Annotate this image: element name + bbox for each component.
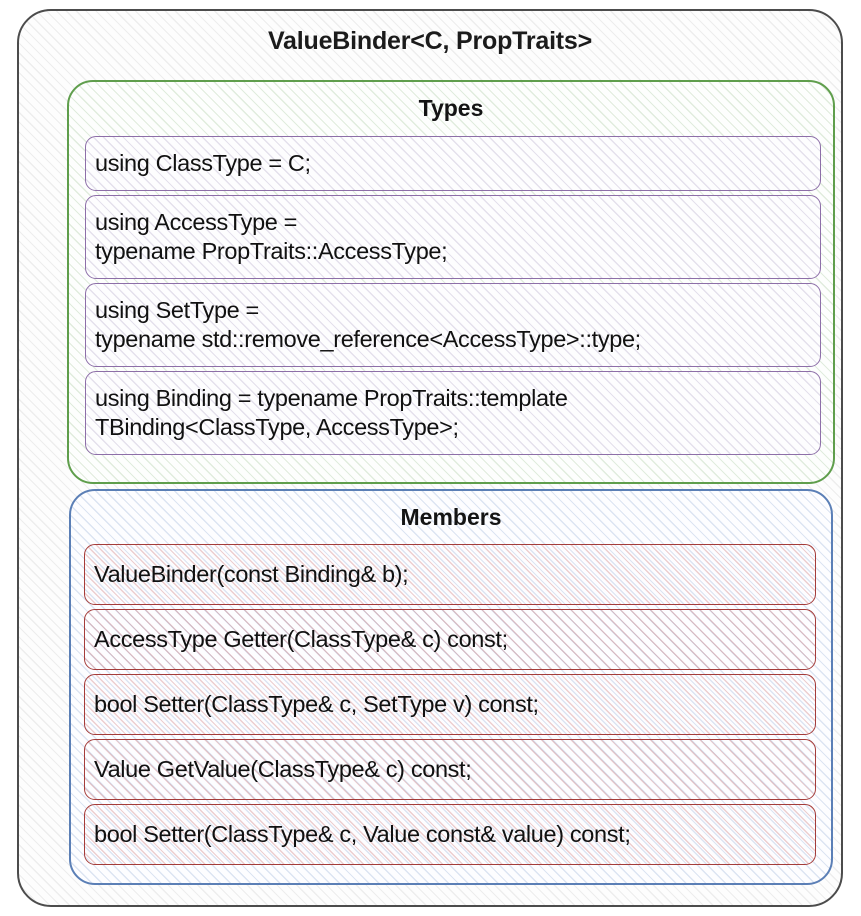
member-item-line: Value GetValue(ClassType& c) const; [94,756,472,782]
type-item-settype[interactable]: using SetType = typename std::remove_ref… [85,283,821,367]
type-item-line: using Binding = typename PropTraits::tem… [95,385,568,411]
member-item-getter[interactable]: AccessType Getter(ClassType& c) const; [84,609,816,670]
type-item-line: typename std::remove_reference<AccessTyp… [95,326,641,352]
member-item-line: bool Setter(ClassType& c, Value const& v… [94,821,631,847]
type-item-accesstype[interactable]: using AccessType = typename PropTraits::… [85,195,821,279]
compartment-members[interactable]: Members ValueBinder(const Binding& b); A… [69,489,833,885]
type-item-line: using SetType = [95,297,259,323]
member-item-line: ValueBinder(const Binding& b); [94,561,409,587]
type-item-line: using ClassType = C; [95,150,311,176]
member-item-line: bool Setter(ClassType& c, SetType v) con… [94,691,539,717]
compartment-title-types: Types [418,95,484,121]
type-item-line: typename PropTraits::AccessType; [95,238,448,264]
member-item-setter-settype[interactable]: bool Setter(ClassType& c, SetType v) con… [84,674,816,735]
member-item-constructor[interactable]: ValueBinder(const Binding& b); [84,544,816,605]
type-item-line: TBinding<ClassType, AccessType>; [95,414,459,440]
member-item-getvalue[interactable]: Value GetValue(ClassType& c) const; [84,739,816,800]
type-item-line: using AccessType = [95,209,298,235]
compartment-types[interactable]: Types using ClassType = C; using AccessT… [67,80,835,484]
member-item-line: AccessType Getter(ClassType& c) const; [94,626,508,652]
type-item-binding[interactable]: using Binding = typename PropTraits::tem… [85,371,821,455]
compartment-title-members: Members [400,504,502,530]
member-item-setter-value[interactable]: bool Setter(ClassType& c, Value const& v… [84,804,816,865]
class-box-valuebinder[interactable]: ValueBinder<C, PropTraits> Types using C… [17,9,843,907]
type-item-classtype[interactable]: using ClassType = C; [85,136,821,191]
class-title: ValueBinder<C, PropTraits> [267,27,593,55]
